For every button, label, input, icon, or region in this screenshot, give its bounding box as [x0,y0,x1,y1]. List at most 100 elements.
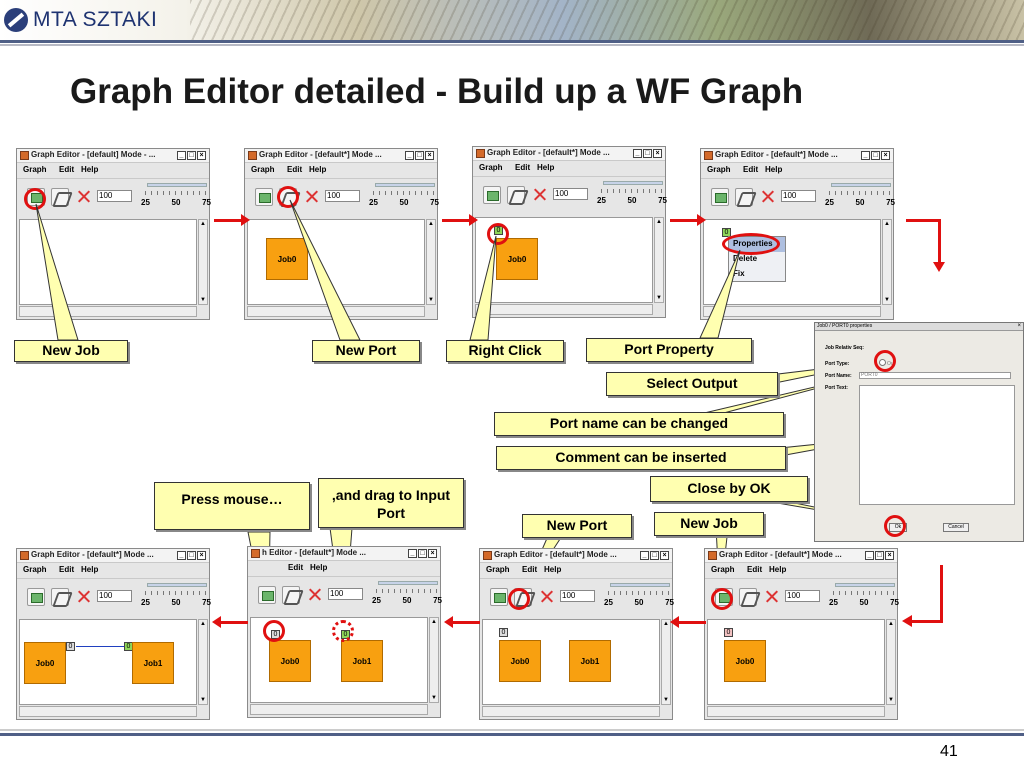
delete-icon[interactable] [75,588,93,606]
minimize-button[interactable]: _ [861,151,870,160]
job-node[interactable]: Job0 [496,238,538,280]
menu-edit[interactable]: Edit [287,165,303,174]
scroll-up-icon[interactable]: ▲ [663,621,669,627]
menu-help[interactable]: Help [81,565,99,574]
scroll-down-icon[interactable]: ▼ [200,697,206,703]
menu-graph[interactable]: Graph [486,565,510,574]
zoom-slider[interactable] [147,583,207,587]
close-button[interactable]: × [197,151,206,160]
scroll-down-icon[interactable]: ▼ [656,295,662,301]
zoom-input[interactable]: 100 [97,590,132,602]
menu-edit[interactable]: Edit [59,565,75,574]
graph-canvas[interactable]: Job0 0 0 Job1 [19,619,197,705]
graph-canvas[interactable]: 0 Job0 Job1 [482,619,660,705]
menu-help[interactable]: Help [310,563,328,572]
job-node[interactable]: Job0 [266,238,308,280]
menu-graph[interactable]: Graph [479,163,503,172]
scroll-up-icon[interactable]: ▲ [884,221,890,227]
close-button[interactable]: × [881,151,890,160]
zoom-slider[interactable] [610,583,670,587]
minimize-button[interactable]: _ [177,151,186,160]
close-button[interactable]: × [425,151,434,160]
new-port-button[interactable] [282,586,300,604]
job-node[interactable]: Job0 [724,640,766,682]
vertical-scrollbar[interactable]: ▲▼ [429,617,439,703]
zoom-slider[interactable] [831,183,891,187]
job-node[interactable]: Job1 [341,640,383,682]
menu-graph[interactable]: Graph [711,565,735,574]
horizontal-scrollbar[interactable] [703,306,881,317]
close-button[interactable]: × [428,549,437,558]
menu-edit[interactable]: Edit [522,565,538,574]
menu-help[interactable]: Help [765,165,783,174]
job-node[interactable]: Job1 [569,640,611,682]
delete-icon[interactable] [538,588,556,606]
scroll-up-icon[interactable]: ▲ [656,219,662,225]
zoom-slider[interactable] [378,581,438,585]
new-job-button[interactable] [711,188,729,206]
menu-help[interactable]: Help [769,565,787,574]
scroll-down-icon[interactable]: ▼ [888,697,894,703]
zoom-input[interactable]: 100 [560,590,595,602]
port-text-area[interactable] [859,385,1015,505]
maximize-button[interactable]: □ [871,151,880,160]
new-job-button[interactable] [483,186,501,204]
new-port-button[interactable] [507,186,525,204]
graph-canvas[interactable]: 0 Job0 [707,619,885,705]
job-node[interactable]: Job0 [24,642,66,684]
horizontal-scrollbar[interactable] [475,304,653,315]
zoom-input[interactable]: 100 [785,590,820,602]
maximize-button[interactable]: □ [415,151,424,160]
scroll-down-icon[interactable]: ▼ [884,297,890,303]
new-job-button[interactable] [258,586,276,604]
scroll-down-icon[interactable]: ▼ [431,695,437,701]
scroll-up-icon[interactable]: ▲ [200,621,206,627]
new-job-button[interactable] [255,188,273,206]
scroll-down-icon[interactable]: ▼ [200,297,206,303]
delete-icon[interactable] [763,588,781,606]
close-button[interactable]: × [885,551,894,560]
vertical-scrollbar[interactable]: ▲▼ [198,219,208,305]
horizontal-scrollbar[interactable] [19,306,197,317]
context-menu-fix[interactable]: Fix [733,269,745,278]
scroll-up-icon[interactable]: ▲ [888,621,894,627]
minimize-button[interactable]: _ [177,551,186,560]
maximize-button[interactable]: □ [650,551,659,560]
maximize-button[interactable]: □ [418,549,427,558]
vertical-scrollbar[interactable]: ▲▼ [654,217,664,303]
cancel-button[interactable]: Cancel [943,523,969,532]
port-node[interactable]: 0 [722,228,731,237]
menu-help[interactable]: Help [81,165,99,174]
zoom-input[interactable]: 100 [781,190,816,202]
zoom-input[interactable]: 100 [553,188,588,200]
scroll-down-icon[interactable]: ▼ [663,697,669,703]
vertical-scrollbar[interactable]: ▲▼ [882,219,892,305]
zoom-input[interactable]: 100 [328,588,363,600]
menu-edit[interactable]: Edit [59,165,75,174]
port-node[interactable]: 0 [499,628,508,637]
delete-icon[interactable] [306,586,324,604]
minimize-button[interactable]: _ [408,549,417,558]
menu-graph[interactable]: Graph [251,165,275,174]
horizontal-scrollbar[interactable] [250,704,428,715]
vertical-scrollbar[interactable]: ▲▼ [886,619,896,705]
zoom-slider[interactable] [147,183,207,187]
minimize-button[interactable]: _ [865,551,874,560]
close-button[interactable]: × [660,551,669,560]
new-job-button[interactable] [490,588,508,606]
menu-help[interactable]: Help [544,565,562,574]
zoom-slider[interactable] [835,583,895,587]
job-node[interactable]: Job0 [269,640,311,682]
port-name-field[interactable]: PORT0 [859,372,1011,379]
vertical-scrollbar[interactable]: ▲▼ [661,619,671,705]
maximize-button[interactable]: □ [875,551,884,560]
horizontal-scrollbar[interactable] [707,706,885,717]
zoom-input[interactable]: 100 [97,190,132,202]
new-port-button[interactable] [735,188,753,206]
vertical-scrollbar[interactable]: ▲▼ [198,619,208,705]
job-node[interactable]: Job0 [499,640,541,682]
menu-edit[interactable]: Edit [288,563,304,572]
menu-graph[interactable]: Graph [707,165,731,174]
zoom-slider[interactable] [603,181,663,185]
maximize-button[interactable]: □ [187,151,196,160]
